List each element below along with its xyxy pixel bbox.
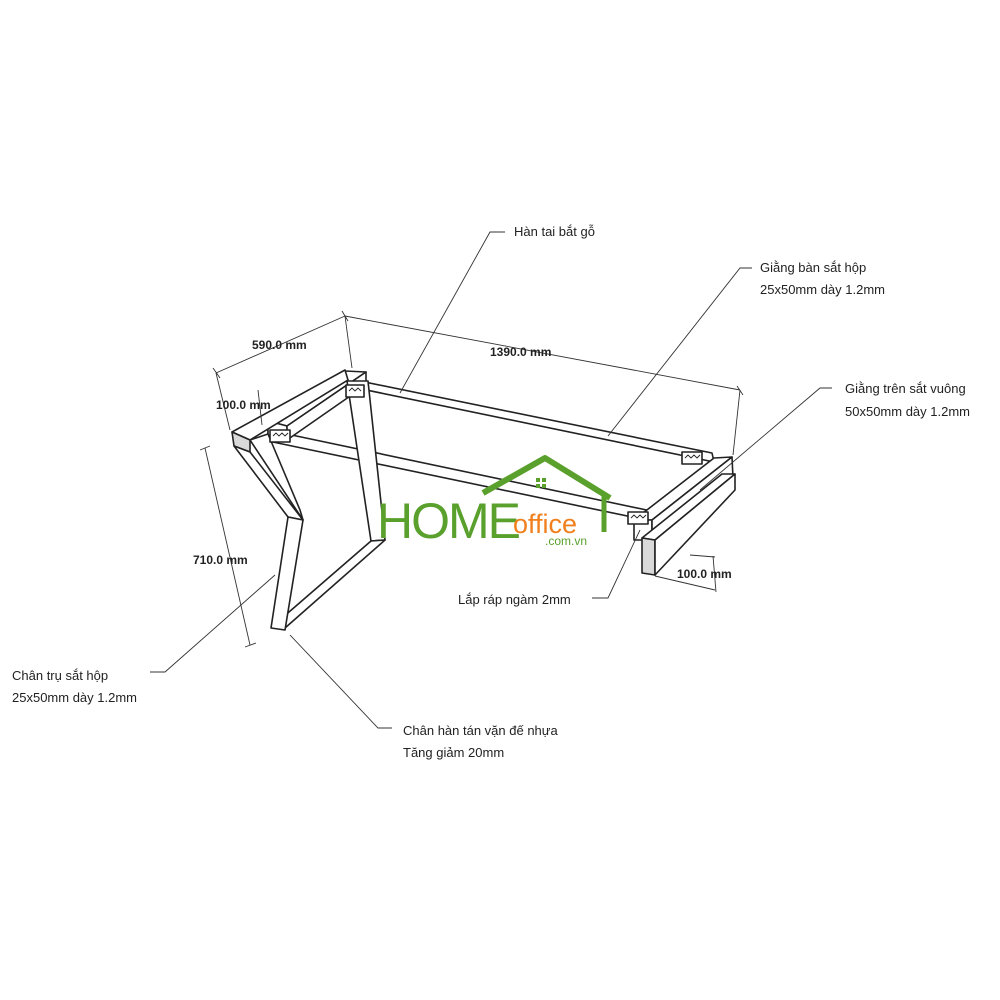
top-brace-label-2: 50x50mm dày 1.2mm — [845, 404, 970, 419]
house-roof-icon — [481, 455, 612, 532]
leg-label-1: Chân trụ sắt hộp — [12, 668, 108, 683]
top-width-dimension: 100.0 mm — [216, 398, 271, 412]
weld-tab-3 — [681, 451, 703, 465]
left-z-leg — [231, 369, 349, 631]
length-dimension: 1390.0 mm — [490, 345, 551, 359]
table-brace-label-1: Giằng bàn sắt hộp — [760, 260, 866, 275]
foot-label-1: Chân hàn tán vặn đế nhựa — [403, 723, 558, 738]
depth-dimension: 590.0 mm — [252, 338, 307, 352]
foot-label-2: Tăng giảm 20mm — [403, 745, 504, 760]
dimension-lines — [199, 310, 744, 648]
logo-office-text: office — [513, 509, 577, 539]
top-brace-label-1: Giằng trên sắt vuông — [845, 381, 966, 396]
logo-home-text: HOME — [377, 493, 520, 549]
weld-tab-1 — [269, 429, 291, 443]
logo-domain-text: .com.vn — [545, 534, 587, 548]
height-dimension: 710.0 mm — [193, 553, 248, 567]
foot-width-dimension: 100.0 mm — [677, 567, 732, 581]
recessed-joint-label: Lắp ráp ngàm 2mm — [458, 592, 571, 607]
frame-structure — [231, 369, 736, 631]
back-leg — [273, 380, 386, 629]
weld-tabs — [269, 384, 703, 525]
weld-tab-4 — [627, 511, 649, 525]
leader-lines — [150, 231, 832, 729]
homeoffice-logo: HOME office .com.vn — [377, 455, 612, 549]
weld-tab-label: Hàn tai bắt gỗ — [514, 224, 595, 239]
leg-label-2: 25x50mm dày 1.2mm — [12, 690, 137, 705]
table-brace-label-2: 25x50mm dày 1.2mm — [760, 282, 885, 297]
right-foot-beam — [641, 473, 736, 576]
back-brace — [344, 377, 715, 463]
